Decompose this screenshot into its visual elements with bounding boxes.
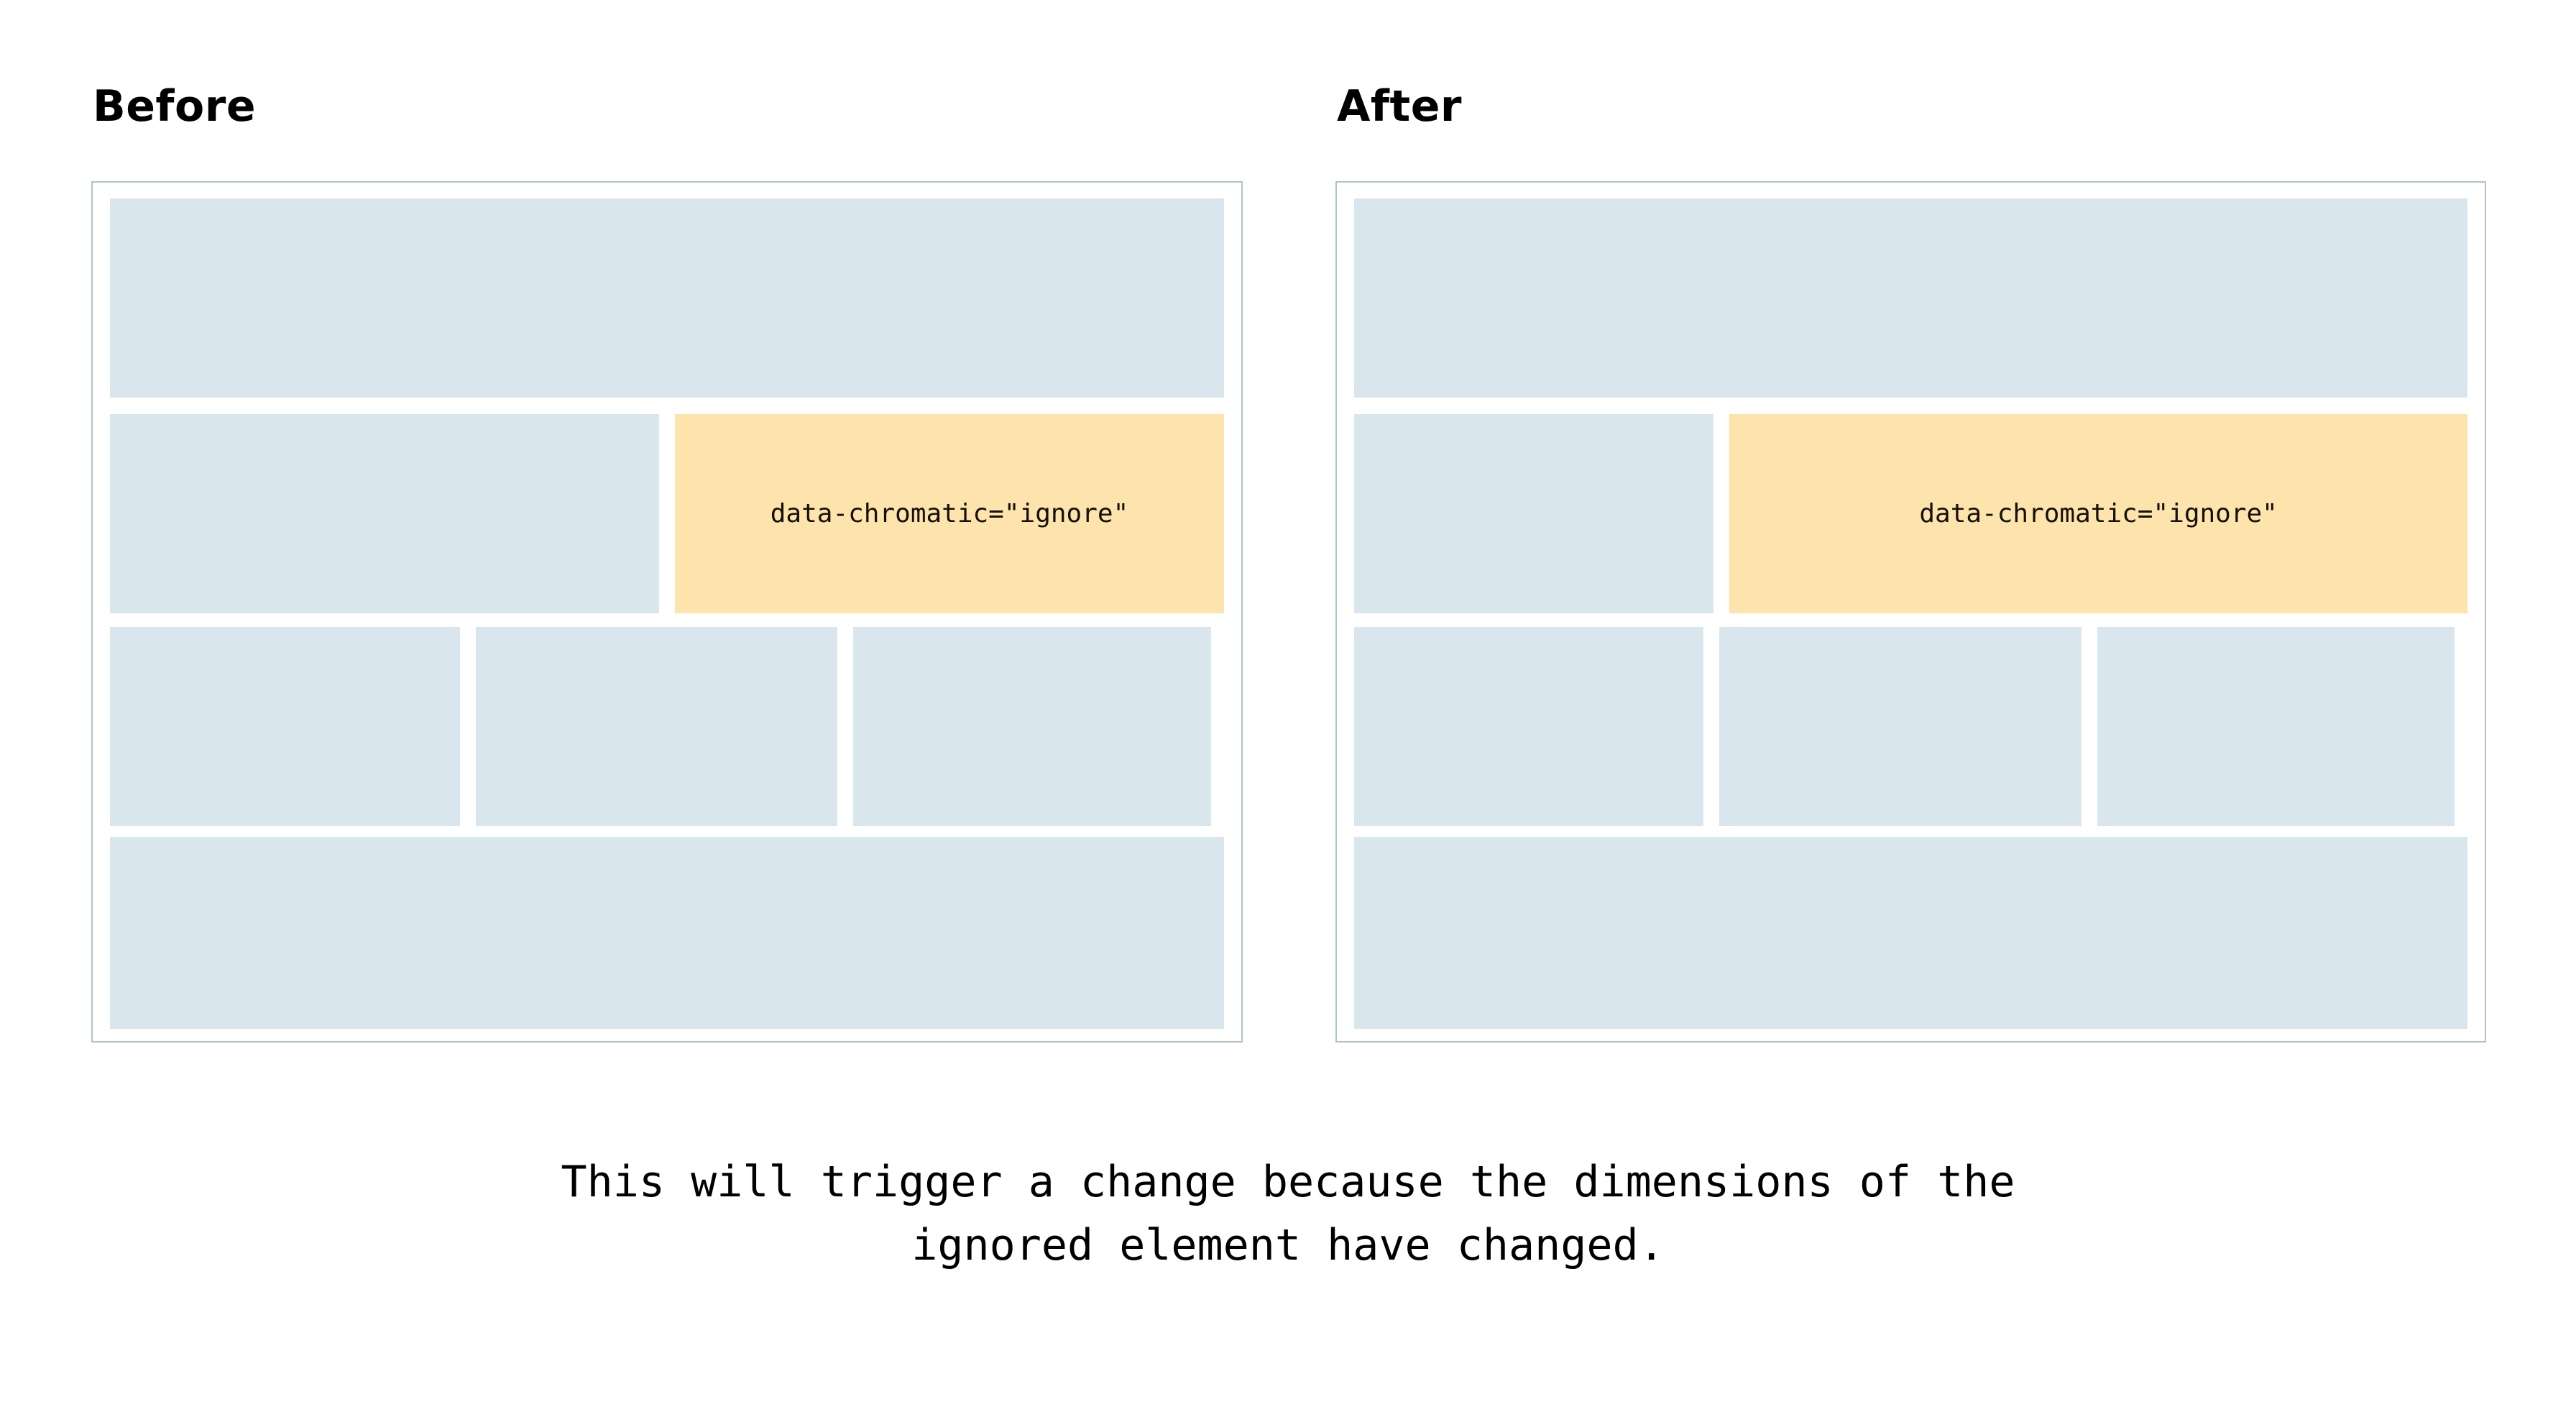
- panel-comparison-row: Before data-chromatic="ignore": [91, 81, 2486, 1043]
- panel-before-skeleton: data-chromatic="ignore": [110, 198, 1224, 1029]
- after-row-3: [1354, 627, 2467, 826]
- skeleton-block: [110, 627, 460, 826]
- skeleton-block: [110, 414, 659, 613]
- ignored-element-label: data-chromatic="ignore": [1919, 498, 2278, 528]
- before-row-4: [110, 837, 1224, 1029]
- panel-after-frame: data-chromatic="ignore": [1335, 181, 2486, 1043]
- skeleton-block: [1354, 627, 1704, 826]
- panel-after-title: After: [1337, 81, 1463, 132]
- after-row-2: data-chromatic="ignore": [1354, 414, 2467, 613]
- ignored-element-block: data-chromatic="ignore": [1729, 414, 2467, 613]
- skeleton-block: [853, 627, 1211, 826]
- panel-before-title: Before: [93, 81, 257, 132]
- before-row-1: [110, 198, 1224, 398]
- skeleton-block: [1354, 198, 2467, 398]
- skeleton-block: [110, 198, 1224, 398]
- ignored-element-label: data-chromatic="ignore": [770, 498, 1129, 528]
- after-row-1: [1354, 198, 2467, 398]
- panel-before-frame: data-chromatic="ignore": [91, 181, 1243, 1043]
- skeleton-block: [475, 627, 838, 826]
- caption: This will trigger a change because the d…: [0, 1150, 2576, 1277]
- before-row-3: [110, 627, 1224, 826]
- caption-line-1: This will trigger a change because the d…: [561, 1157, 2015, 1207]
- ignored-element-block: data-chromatic="ignore": [675, 414, 1224, 613]
- before-row-2: data-chromatic="ignore": [110, 414, 1224, 613]
- skeleton-block: [1354, 414, 1714, 613]
- after-row-4: [1354, 837, 2467, 1029]
- skeleton-block: [2097, 627, 2455, 826]
- skeleton-block: [1719, 627, 2082, 826]
- skeleton-block: [1354, 837, 2467, 1029]
- caption-line-2: ignored element have changed.: [911, 1220, 1665, 1270]
- skeleton-block: [110, 837, 1224, 1029]
- panel-after-skeleton: data-chromatic="ignore": [1354, 198, 2467, 1029]
